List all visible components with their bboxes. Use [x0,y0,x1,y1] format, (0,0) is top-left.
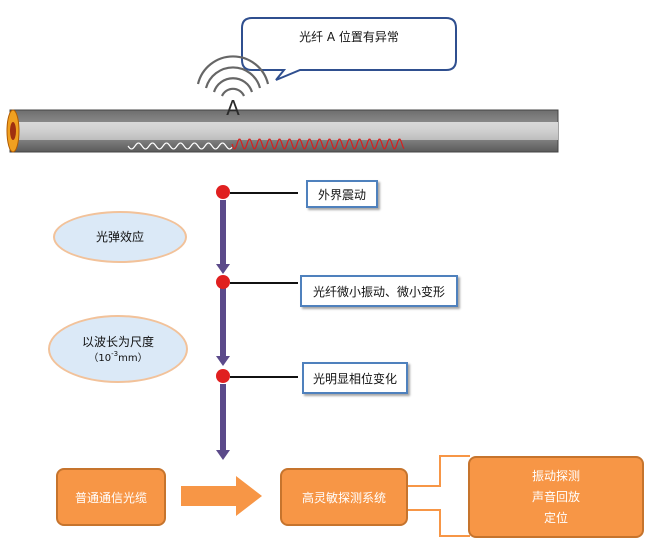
sensitive-detection-box: 高灵敏探测系统 [280,468,408,526]
wavelength-scale-label: 以波长为尺度 [81,334,154,349]
stage-external-vibration: 外界震动 [306,180,378,208]
stage-connectors [230,192,298,378]
scale-suffix: mm） [118,352,148,364]
signal-wave [127,138,405,150]
output-sound-playback: 声音回放 [531,489,580,504]
process-arrows [216,200,230,460]
wavelength-scale-unit: （10-3mm） [88,349,148,366]
photoelastic-effect-ellipse: 光弹效应 [53,211,187,263]
wavelength-scale-ellipse: 以波长为尺度 （10-3mm） [48,315,188,383]
ordinary-cable-box: 普通通信光缆 [56,468,166,526]
speech-callout [241,17,457,81]
fiber-cable [6,109,559,153]
scale-prefix: （10 [88,352,112,364]
vibration-source-icon [196,55,270,97]
callout-text: 光纤 A 位置有异常 [299,29,399,44]
scale-exponent: -3 [111,349,119,358]
output-vibration-detection: 振动探测 [531,468,580,483]
stage-fiber-deformation: 光纤微小振动、微小变形 [300,275,458,307]
stage-dots [216,185,230,383]
stage-phase-change: 光明显相位变化 [302,362,408,394]
detection-outputs-box: 振动探测 声音回放 定位 [468,456,644,538]
sensor-label: A [226,96,240,120]
transition-arrow [181,476,262,516]
output-bracket [408,455,470,537]
photoelastic-effect-label: 光弹效应 [95,230,144,244]
output-positioning: 定位 [543,510,568,525]
